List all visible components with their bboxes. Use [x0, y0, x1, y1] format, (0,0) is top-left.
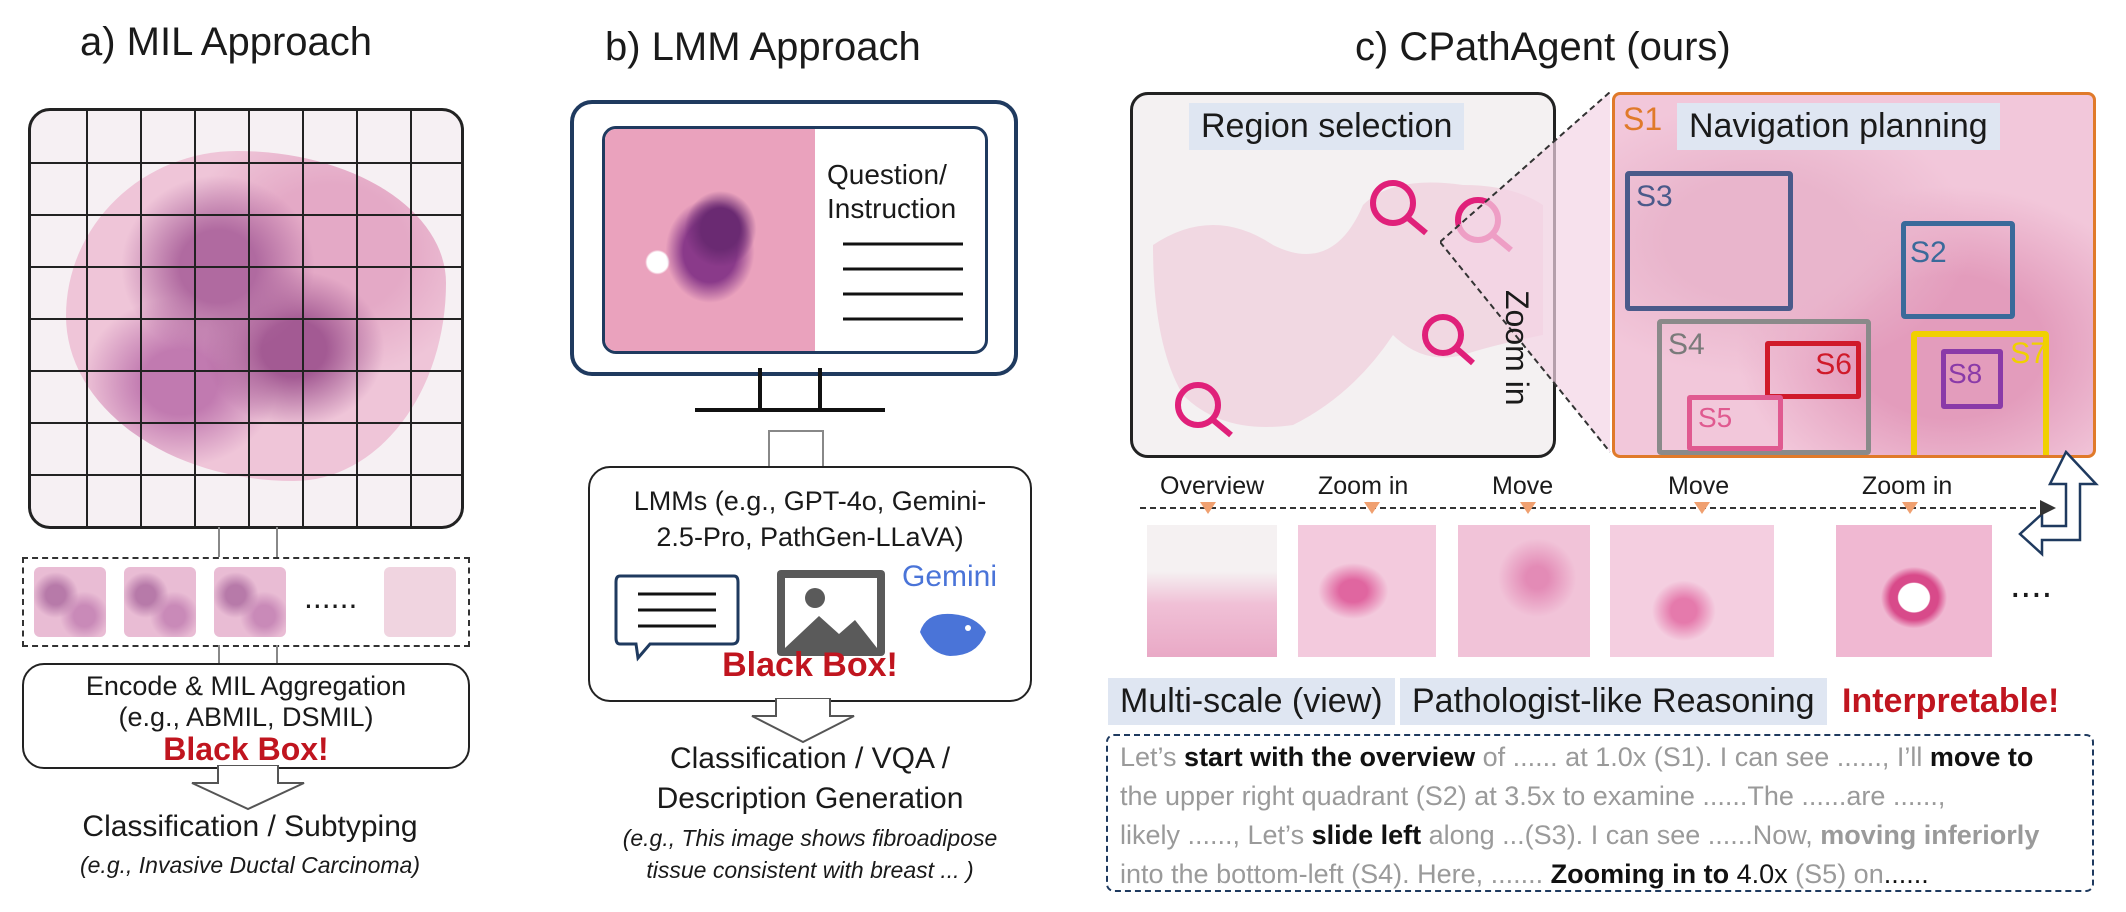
down-arrow-b	[751, 698, 855, 744]
thumb-4	[1610, 525, 1774, 657]
region-s2: S2	[1901, 221, 2015, 319]
zoom-band	[1440, 92, 1611, 453]
reasoning-line: into the bottom-left (S4). Here, .......…	[1120, 855, 2080, 894]
reasoning-run: moving inferiorly	[1820, 820, 2040, 850]
region-s6: S6	[1765, 341, 1861, 399]
thumb-3	[1458, 525, 1590, 657]
deepseek-whale-icon	[920, 613, 986, 656]
reasoning-line: the upper right quadrant (S2) at 3.5x to…	[1120, 777, 2080, 816]
timeline-arrow	[1140, 500, 2056, 516]
patch-2	[124, 567, 196, 637]
gemini-logo: Gemini	[902, 560, 998, 593]
patch-1	[34, 567, 106, 637]
region-s5: S5	[1687, 395, 1783, 451]
reasoning-run: start with the overview	[1184, 742, 1476, 772]
reasoning-run: of ...... at 1.0x (S1). I can see ......…	[1475, 742, 1930, 772]
monitor: Question/ Instruction	[570, 100, 1018, 376]
chat-bubble-icon	[614, 574, 740, 662]
reasoning-line: likely ......, Let’s slide left along ..…	[1120, 816, 2080, 855]
interpretable-label: Interpretable!	[1842, 682, 2060, 720]
question-label-2: Instruction	[827, 193, 957, 224]
reasoning-run: along ...(S3). I can see ......Now,	[1421, 820, 1821, 850]
output-b-line2: Description Generation	[656, 782, 964, 815]
reasoning-run: (S5) on	[1787, 859, 1884, 889]
lmm-line2: 2.5-Pro, PathGen-LLaVA)	[656, 522, 964, 552]
panel-c-title: c) CPathAgent (ours)	[1355, 25, 1731, 69]
reasoning-label: Pathologist-like Reasoning	[1400, 678, 1827, 725]
reasoning-run: ......	[1883, 859, 1929, 889]
connector-a1	[218, 527, 278, 557]
patch-grid	[31, 111, 461, 526]
more-ellipsis: ....	[2010, 564, 2053, 606]
step-label-5: Zoom in	[1862, 472, 1953, 500]
black-box-a: Black Box!	[163, 731, 329, 767]
multiscale-label: Multi-scale (view)	[1108, 678, 1395, 725]
wsi-grid-image	[28, 108, 464, 529]
return-arrow	[2018, 450, 2099, 557]
connector-b1	[768, 430, 824, 467]
thumb-5	[1836, 525, 1992, 657]
region-s8-label: S8	[1948, 358, 1983, 389]
region-s3: S3	[1625, 171, 1793, 311]
thumb-2	[1298, 525, 1436, 657]
down-arrow-a	[191, 765, 305, 811]
step-label-3: Move	[1492, 472, 1554, 500]
tissue-image	[605, 129, 815, 351]
reasoning-run: 4.0x	[1729, 859, 1788, 889]
step-label-1: Overview	[1160, 472, 1265, 500]
region-s3-label: S3	[1636, 180, 1673, 213]
step-label-4: Move	[1668, 472, 1730, 500]
reasoning-run: slide left	[1311, 820, 1422, 850]
step-label-2: Zoom in	[1318, 472, 1409, 500]
encode-examples: (e.g., ABMIL, DSMIL)	[118, 702, 374, 732]
output-a: Classification / Subtyping	[82, 810, 418, 843]
reasoning-run: Let’s	[1120, 742, 1185, 772]
patch-3	[214, 567, 286, 637]
region-s2-label: S2	[1910, 236, 1947, 269]
reasoning-run: Zooming in to	[1550, 859, 1730, 889]
patch-ellipsis: ......	[304, 579, 358, 615]
region-s5-label: S5	[1698, 402, 1733, 433]
output-b-line1: Classification / VQA /	[669, 742, 951, 775]
s1-label: S1	[1623, 101, 1663, 137]
wsi-tissue	[66, 151, 446, 481]
thumb-1	[1147, 525, 1277, 657]
reasoning-lines: Let’s start with the overview of ...... …	[1120, 738, 2080, 894]
mil-aggregation-box: Encode & MIL Aggregation (e.g., ABMIL, D…	[22, 663, 470, 769]
patch-4	[384, 567, 456, 637]
region-s7-label: S7	[2010, 337, 2047, 370]
example-b-line1: (e.g., This image shows fibroadipose	[622, 825, 998, 851]
region-s8: S8	[1941, 349, 2003, 409]
example-b-line2: tissue consistent with breast ... )	[646, 857, 974, 883]
image-icon	[777, 570, 885, 656]
region-s6-label: S6	[1815, 348, 1852, 381]
navigation-planning-label: Navigation planning	[1677, 103, 2000, 150]
connector-a2	[218, 645, 278, 663]
region-s4: S4	[1657, 319, 1871, 455]
monitor-screen: Question/ Instruction	[602, 126, 988, 354]
region-s4-label: S4	[1668, 328, 1705, 361]
panel-b-title: b) LMM Approach	[605, 25, 921, 69]
black-box-b: Black Box!	[722, 646, 898, 684]
reasoning-run: into the bottom-left (S4). Here, .......	[1120, 859, 1551, 889]
patch-row: ......	[22, 557, 470, 647]
navigation-planning-panel: S1 Navigation planning S3 S2 S4 S6 S7 S8…	[1612, 92, 2096, 458]
zoom-in-vertical-label: Zoom in	[1499, 290, 1535, 406]
question-label-1: Question/	[827, 159, 947, 190]
output-example-a: (e.g., Invasive Ductal Carcinoma)	[79, 852, 420, 878]
reasoning-run: the upper right quadrant (S2) at 3.5x to…	[1120, 781, 1946, 811]
panel-a-title: a) MIL Approach	[80, 20, 373, 64]
reasoning-text-box: Let’s start with the overview of ...... …	[1106, 734, 2094, 892]
reasoning-run: move to	[1929, 742, 2034, 772]
lmm-line1: LMMs (e.g., GPT-4o, Gemini-	[633, 486, 987, 516]
lmm-box: LMMs (e.g., GPT-4o, Gemini- 2.5-Pro, Pat…	[588, 466, 1032, 702]
text-lines-icon	[843, 242, 963, 321]
region-selection-label: Region selection	[1189, 103, 1465, 150]
encode-title: Encode & MIL Aggregation	[85, 671, 407, 701]
monitor-stand	[695, 368, 885, 412]
reasoning-line: Let’s start with the overview of ...... …	[1120, 738, 2080, 777]
reasoning-run: likely ......, Let’s	[1120, 820, 1312, 850]
region-s7: S7	[1911, 331, 2049, 455]
